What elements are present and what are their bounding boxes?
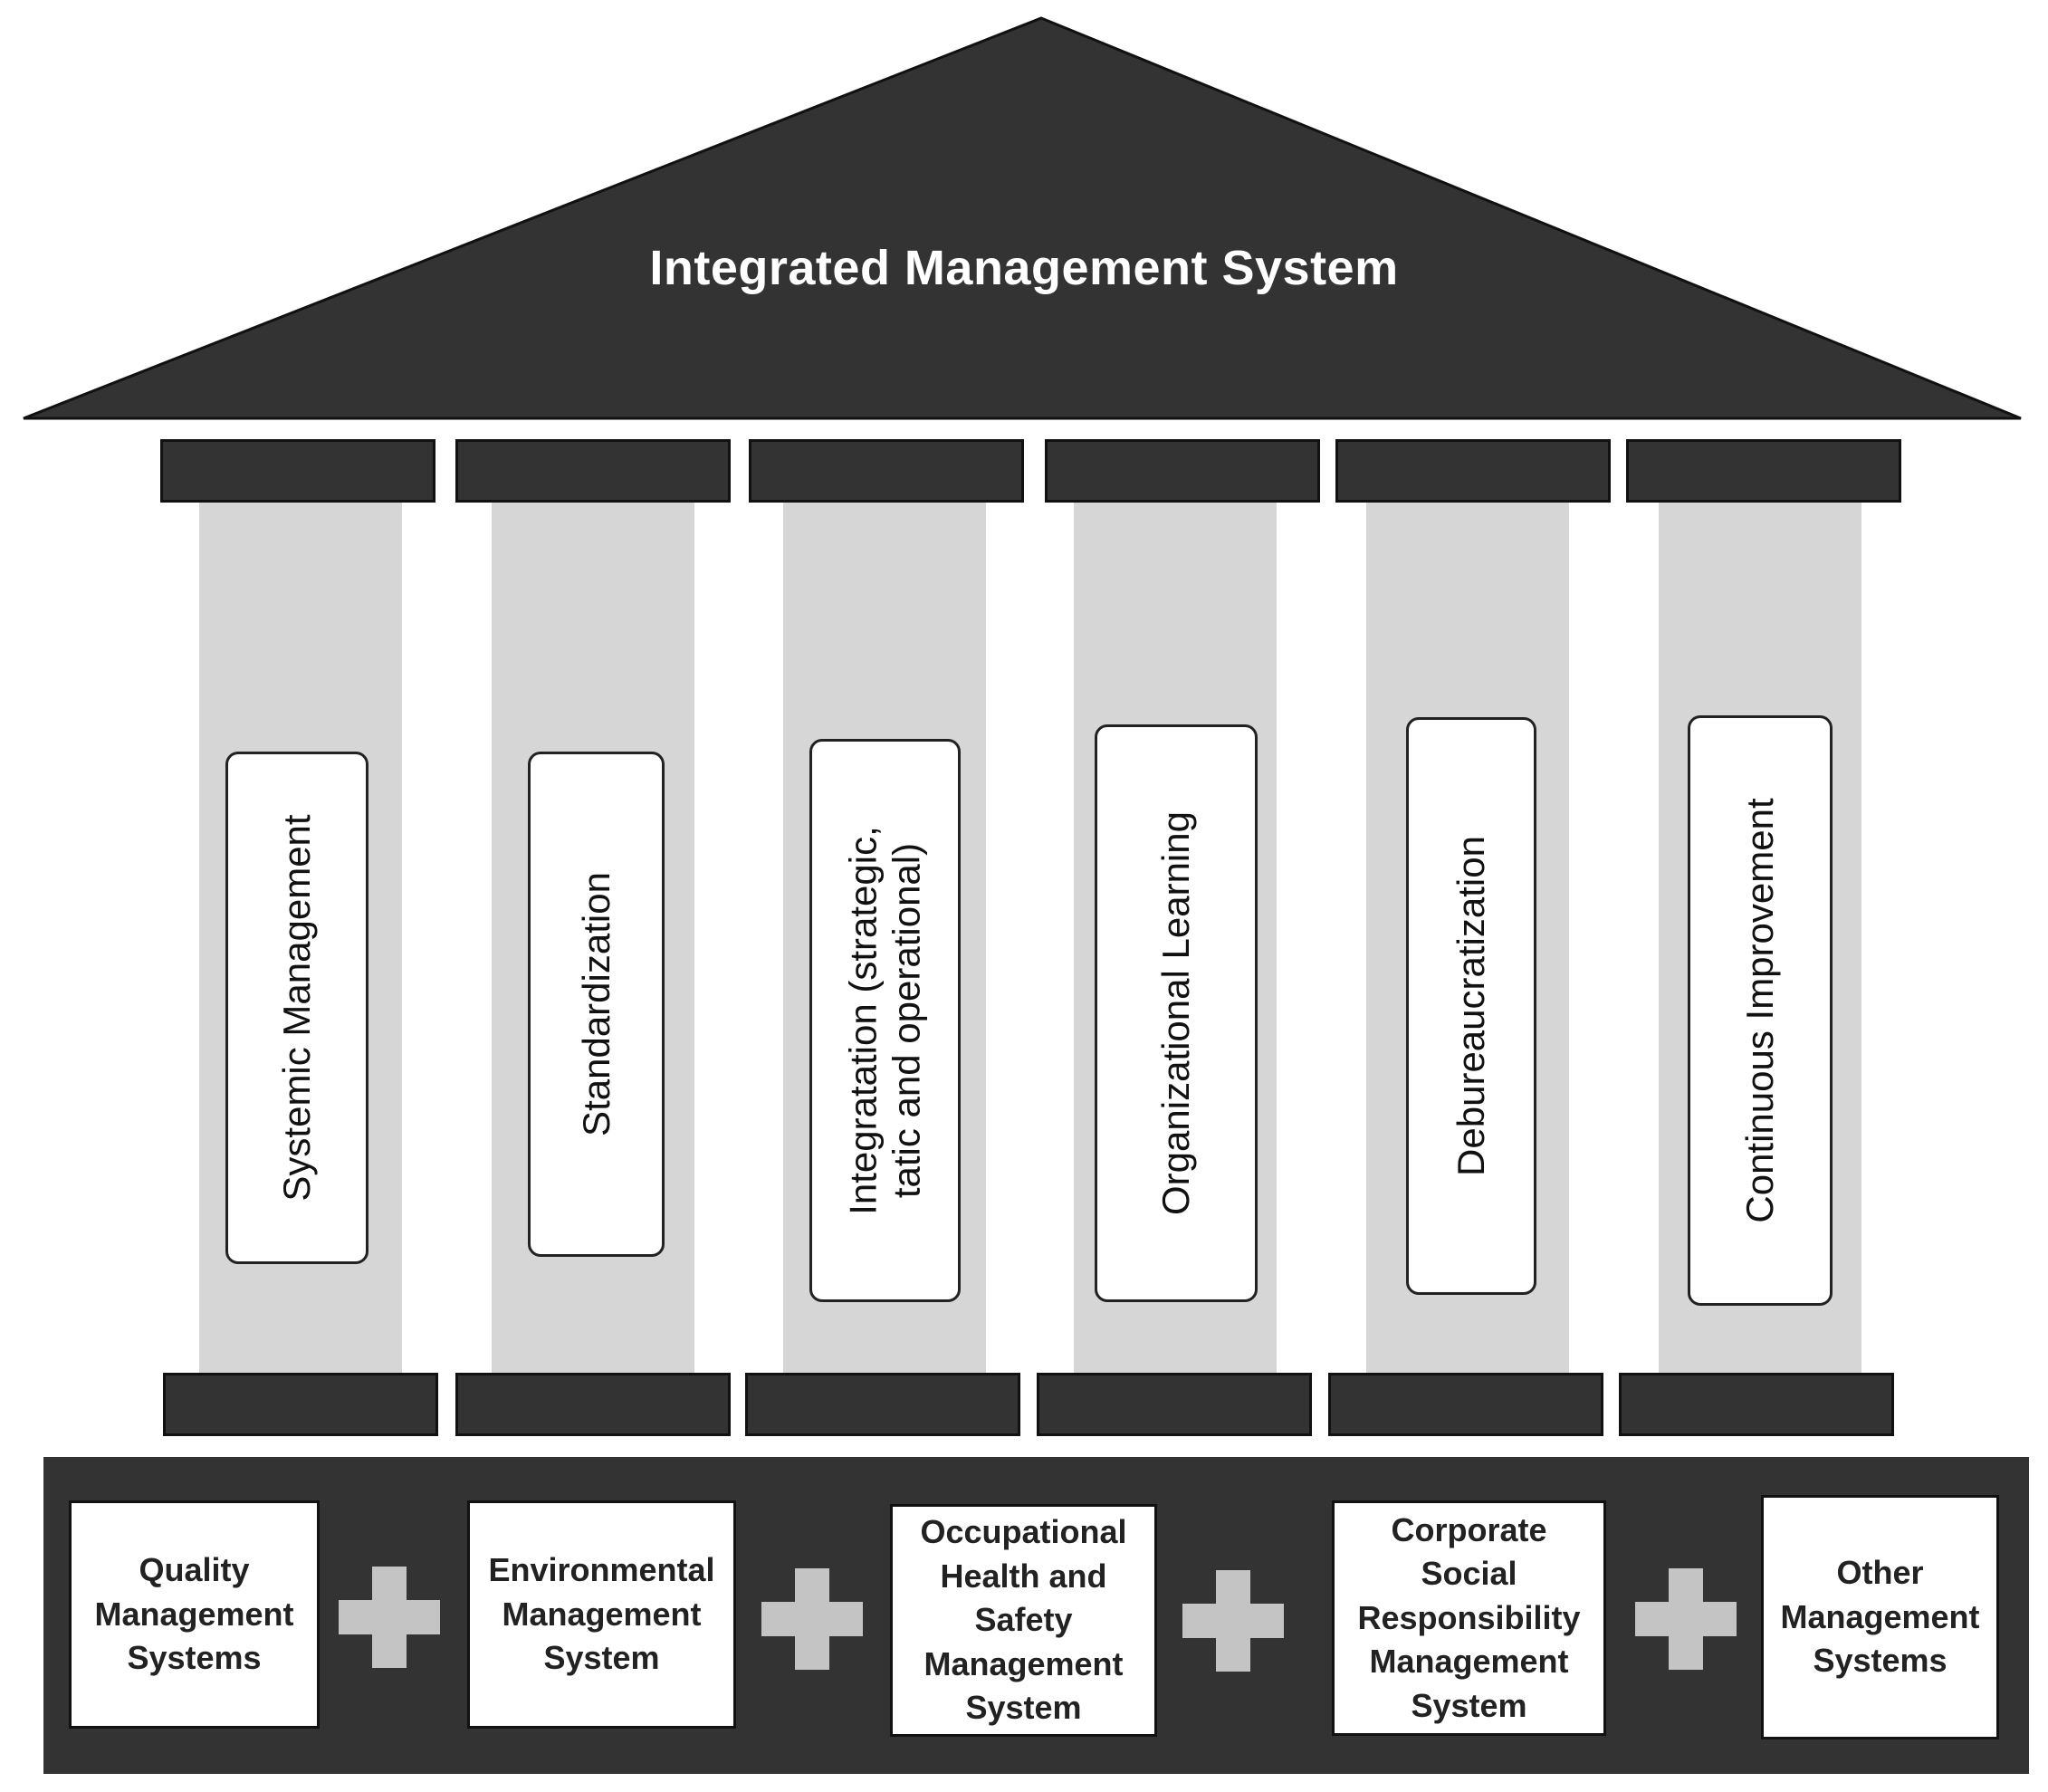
pillar-plinth [1037,1373,1312,1436]
pillar-label-line: Standardization [574,872,617,1136]
pillar-label-box: Debureaucratization [1406,717,1536,1295]
pillar-plinth [455,1373,731,1436]
pillar-label-line: Systemic Management [274,814,318,1202]
pillar-capital [1045,439,1320,503]
pillar-capital [749,439,1024,503]
pillar-label: Debureaucratization [1450,836,1493,1176]
pillar-capital [455,439,731,503]
pillar-label-line: Debureaucratization [1449,836,1492,1176]
plus-icon [1182,1570,1284,1672]
pillar-capital [160,439,435,503]
pillar-label-box: Standardization [528,752,665,1257]
diagram-title: Integrated Management System [649,241,1399,295]
pillar-label-box: Organizational Learning [1095,724,1258,1302]
pillar-label: Organizational Learning [1154,811,1198,1215]
pillar-label: Standardization [574,872,617,1136]
pillar-label: Systemic Management [275,814,319,1201]
system-box-environmental: Environmental Management System [467,1500,736,1729]
pillar-capital [1335,439,1611,503]
pillar-plinth [163,1373,438,1436]
system-label: Environmental Management System [488,1551,715,1677]
plus-icon [339,1567,440,1668]
pillar-label-line: Integratation (strategic, [841,826,885,1215]
system-label: Quality Management Systems [94,1551,294,1677]
roof [23,16,2022,420]
system-box-occupational-health: Occupational Health and Safety Managemen… [890,1504,1157,1737]
pillar-plinth [1619,1373,1894,1436]
pillar-label: Integratation (strategic, tatic and oper… [841,826,929,1215]
pillar-capital [1626,439,1901,503]
pillar-label-line: tatic and operational) [885,842,928,1199]
plus-icon [1635,1568,1737,1670]
system-label: Occupational Health and Safety Managemen… [920,1513,1127,1727]
system-box-other: Other Management Systems [1761,1495,1999,1739]
system-box-csr: Corporate Social Responsibility Manageme… [1332,1500,1606,1736]
pillar-label: Continuous Improvement [1738,798,1782,1222]
system-label: Other Management Systems [1780,1554,1980,1680]
pillar-label-line: Organizational Learning [1153,811,1197,1215]
pillar-label-box: Integratation (strategic, tatic and oper… [809,739,961,1302]
pillar-label-box: Systemic Management [225,752,368,1264]
plus-icon [761,1568,863,1670]
pillar-plinth [745,1373,1020,1436]
system-box-quality: Quality Management Systems [69,1500,320,1729]
pillar-plinth [1328,1373,1603,1436]
pillar-label-box: Continuous Improvement [1688,715,1833,1306]
system-label: Corporate Social Responsibility Manageme… [1357,1510,1581,1724]
roof-triangle [23,16,2022,420]
pillar-label-line: Continuous Improvement [1737,798,1781,1223]
